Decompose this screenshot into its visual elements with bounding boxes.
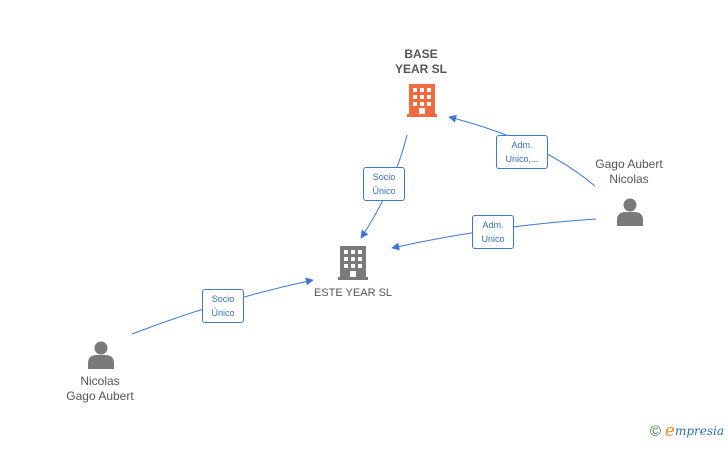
person-icon-gago-aubert[interactable] xyxy=(617,198,643,227)
node-label-este-year[interactable]: ESTE YEAR SL xyxy=(298,286,408,301)
building-icon-este-year[interactable] xyxy=(338,246,368,280)
node-label-line: Gago Aubert xyxy=(66,389,134,403)
node-label-nicolas-gago[interactable]: Nicolas Gago Aubert xyxy=(55,374,145,404)
edge-label-line: Único xyxy=(372,186,396,196)
building-icon-base-year[interactable] xyxy=(407,84,437,117)
edge-label-nicolas-to-este[interactable]: Socio Único xyxy=(202,289,244,323)
empresia-logo: © e mpresia xyxy=(649,421,724,441)
edge-label-line: Socio xyxy=(211,294,235,304)
node-label-line: BASE xyxy=(404,47,438,61)
edge-label-base-to-este[interactable]: Socio Único xyxy=(363,167,405,201)
edge-label-line: Adm. xyxy=(482,220,504,230)
node-label-line: YEAR SL xyxy=(394,62,447,76)
person-icon-nicolas-gago[interactable] xyxy=(88,341,114,370)
node-label-line: Gago Aubert xyxy=(595,157,663,171)
edge-label-gago-to-este[interactable]: Adm. Unico xyxy=(472,215,514,249)
node-label-line: Nicolas xyxy=(80,374,120,388)
edge-label-line: Unico,... xyxy=(505,154,539,164)
brand-name: mpresia xyxy=(674,424,724,438)
node-label-line: ESTE YEAR SL xyxy=(313,287,393,299)
edge-label-line: Adm. xyxy=(511,140,533,150)
node-label-gago-aubert[interactable]: Gago Aubert Nicolas xyxy=(584,157,674,187)
edge-label-line: Único xyxy=(211,308,235,318)
edge-label-gago-to-base[interactable]: Adm. Unico,... xyxy=(496,135,548,169)
edge-label-line: Unico xyxy=(481,234,505,244)
node-label-line: Nicolas xyxy=(609,172,649,186)
node-label-base-year[interactable]: BASE YEAR SL xyxy=(380,47,462,77)
copyright-icon: © xyxy=(649,422,661,440)
edge-label-line: Socio xyxy=(372,172,396,182)
brand-initial: e xyxy=(664,421,675,441)
